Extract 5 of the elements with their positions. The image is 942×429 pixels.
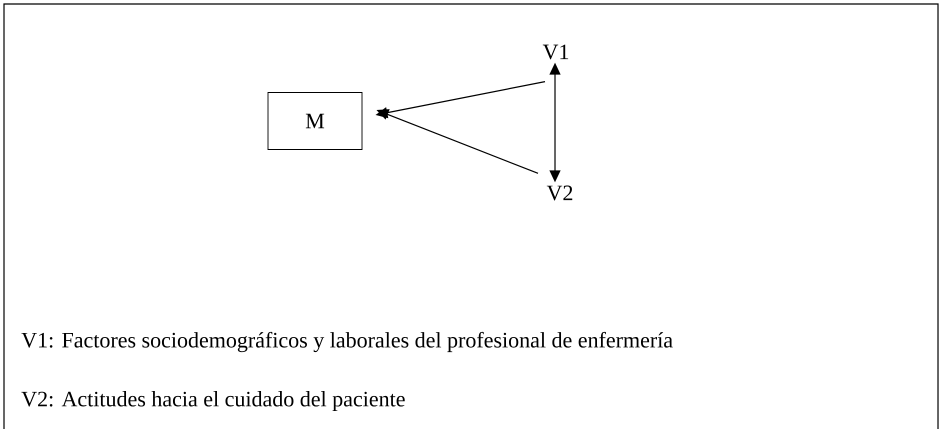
variable-label: V1 bbox=[542, 44, 568, 60]
legend-text: V2: Actitudes hacia el cuidado del paciente bbox=[21, 391, 405, 411]
process-box: M bbox=[268, 92, 362, 150]
variable-label: V2 bbox=[546, 186, 572, 200]
legend-text: V1: Factores sociodemográficos y laborales del profesional de enfermería bbox=[21, 332, 673, 352]
